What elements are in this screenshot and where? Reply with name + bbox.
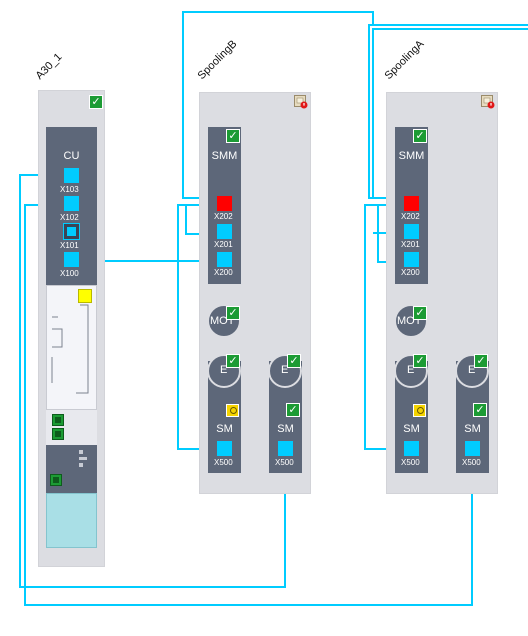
ethernet-port-icon[interactable] [52,414,64,426]
status-ok-icon: ✓ [413,306,427,320]
port-x100[interactable] [64,252,79,267]
device-name-spoolingb[interactable]: SpoolingB [195,38,240,82]
wire-cu-x100-to-b-x200 [95,258,210,262]
status-ok-icon: ✓ [474,354,488,368]
status-ok-icon: ✓ [286,403,300,417]
cu-label: CU [63,150,80,162]
port-x500[interactable] [465,441,480,456]
yellow-lock-icon [226,404,239,417]
port-label: X500 [214,458,233,467]
motor-circle[interactable] [394,304,428,338]
encoder-label: E [407,364,415,376]
status-ok-icon: ✓ [89,95,103,109]
port-x200[interactable] [404,252,419,267]
port-label: X103 [60,185,79,194]
ethernet-port-icon[interactable] [52,428,64,440]
cu-slot-outline-icon [51,304,89,394]
status-ok-icon: ✓ [226,306,240,320]
port-x200[interactable] [217,252,232,267]
port-label: X102 [60,213,79,222]
port-label: X101 [60,241,79,250]
encoder-label: E [220,364,228,376]
port-x201[interactable] [404,224,419,239]
yellow-lock-icon [413,404,426,417]
port-label: X200 [401,268,420,277]
port-label: X202 [214,212,233,221]
smm-label: SMM [211,150,238,162]
smm-label: SMM [398,150,425,162]
port-x202-error[interactable] [404,196,419,211]
port-label: X201 [214,240,233,249]
port-label: X201 [401,240,420,249]
port-label: X500 [275,458,294,467]
encoder-label-2: E [281,364,289,376]
port-label: X200 [214,268,233,277]
sm-label: SM [464,423,481,435]
device-name-a30[interactable]: A30_1 [33,51,65,82]
port-x101[interactable] [64,224,79,239]
encoder-label-2: E [468,364,476,376]
led-yellow-icon [78,289,92,303]
port-label: X100 [60,269,79,278]
sm-label: SM [277,423,294,435]
status-ok-icon: ✓ [287,354,301,368]
config-warning-icon [481,95,495,109]
status-ok-icon: ✓ [226,129,240,143]
status-ok-icon: ✓ [226,354,240,368]
status-ok-icon: ✓ [413,354,427,368]
port-label: X202 [401,212,420,221]
port-x102[interactable] [64,196,79,211]
port-label: X500 [401,458,420,467]
sm-label: SM [216,423,233,435]
port-x202-error[interactable] [217,196,232,211]
cu-cover-panel [46,493,97,548]
sm-label: SM [403,423,420,435]
port-label: X500 [462,458,481,467]
port-x500[interactable] [278,441,293,456]
encoder-circle-2[interactable] [268,354,302,388]
port-x201[interactable] [217,224,232,239]
device-name-spoolinga[interactable]: SpoolingA [382,38,427,82]
port-x103[interactable] [64,168,79,183]
port-x500[interactable] [217,441,232,456]
cu-led-bars-icon [79,450,87,467]
port-x500[interactable] [404,441,419,456]
ethernet-port-icon[interactable] [50,474,62,486]
config-warning-icon [294,95,308,109]
status-ok-icon: ✓ [413,129,427,143]
status-ok-icon: ✓ [473,403,487,417]
